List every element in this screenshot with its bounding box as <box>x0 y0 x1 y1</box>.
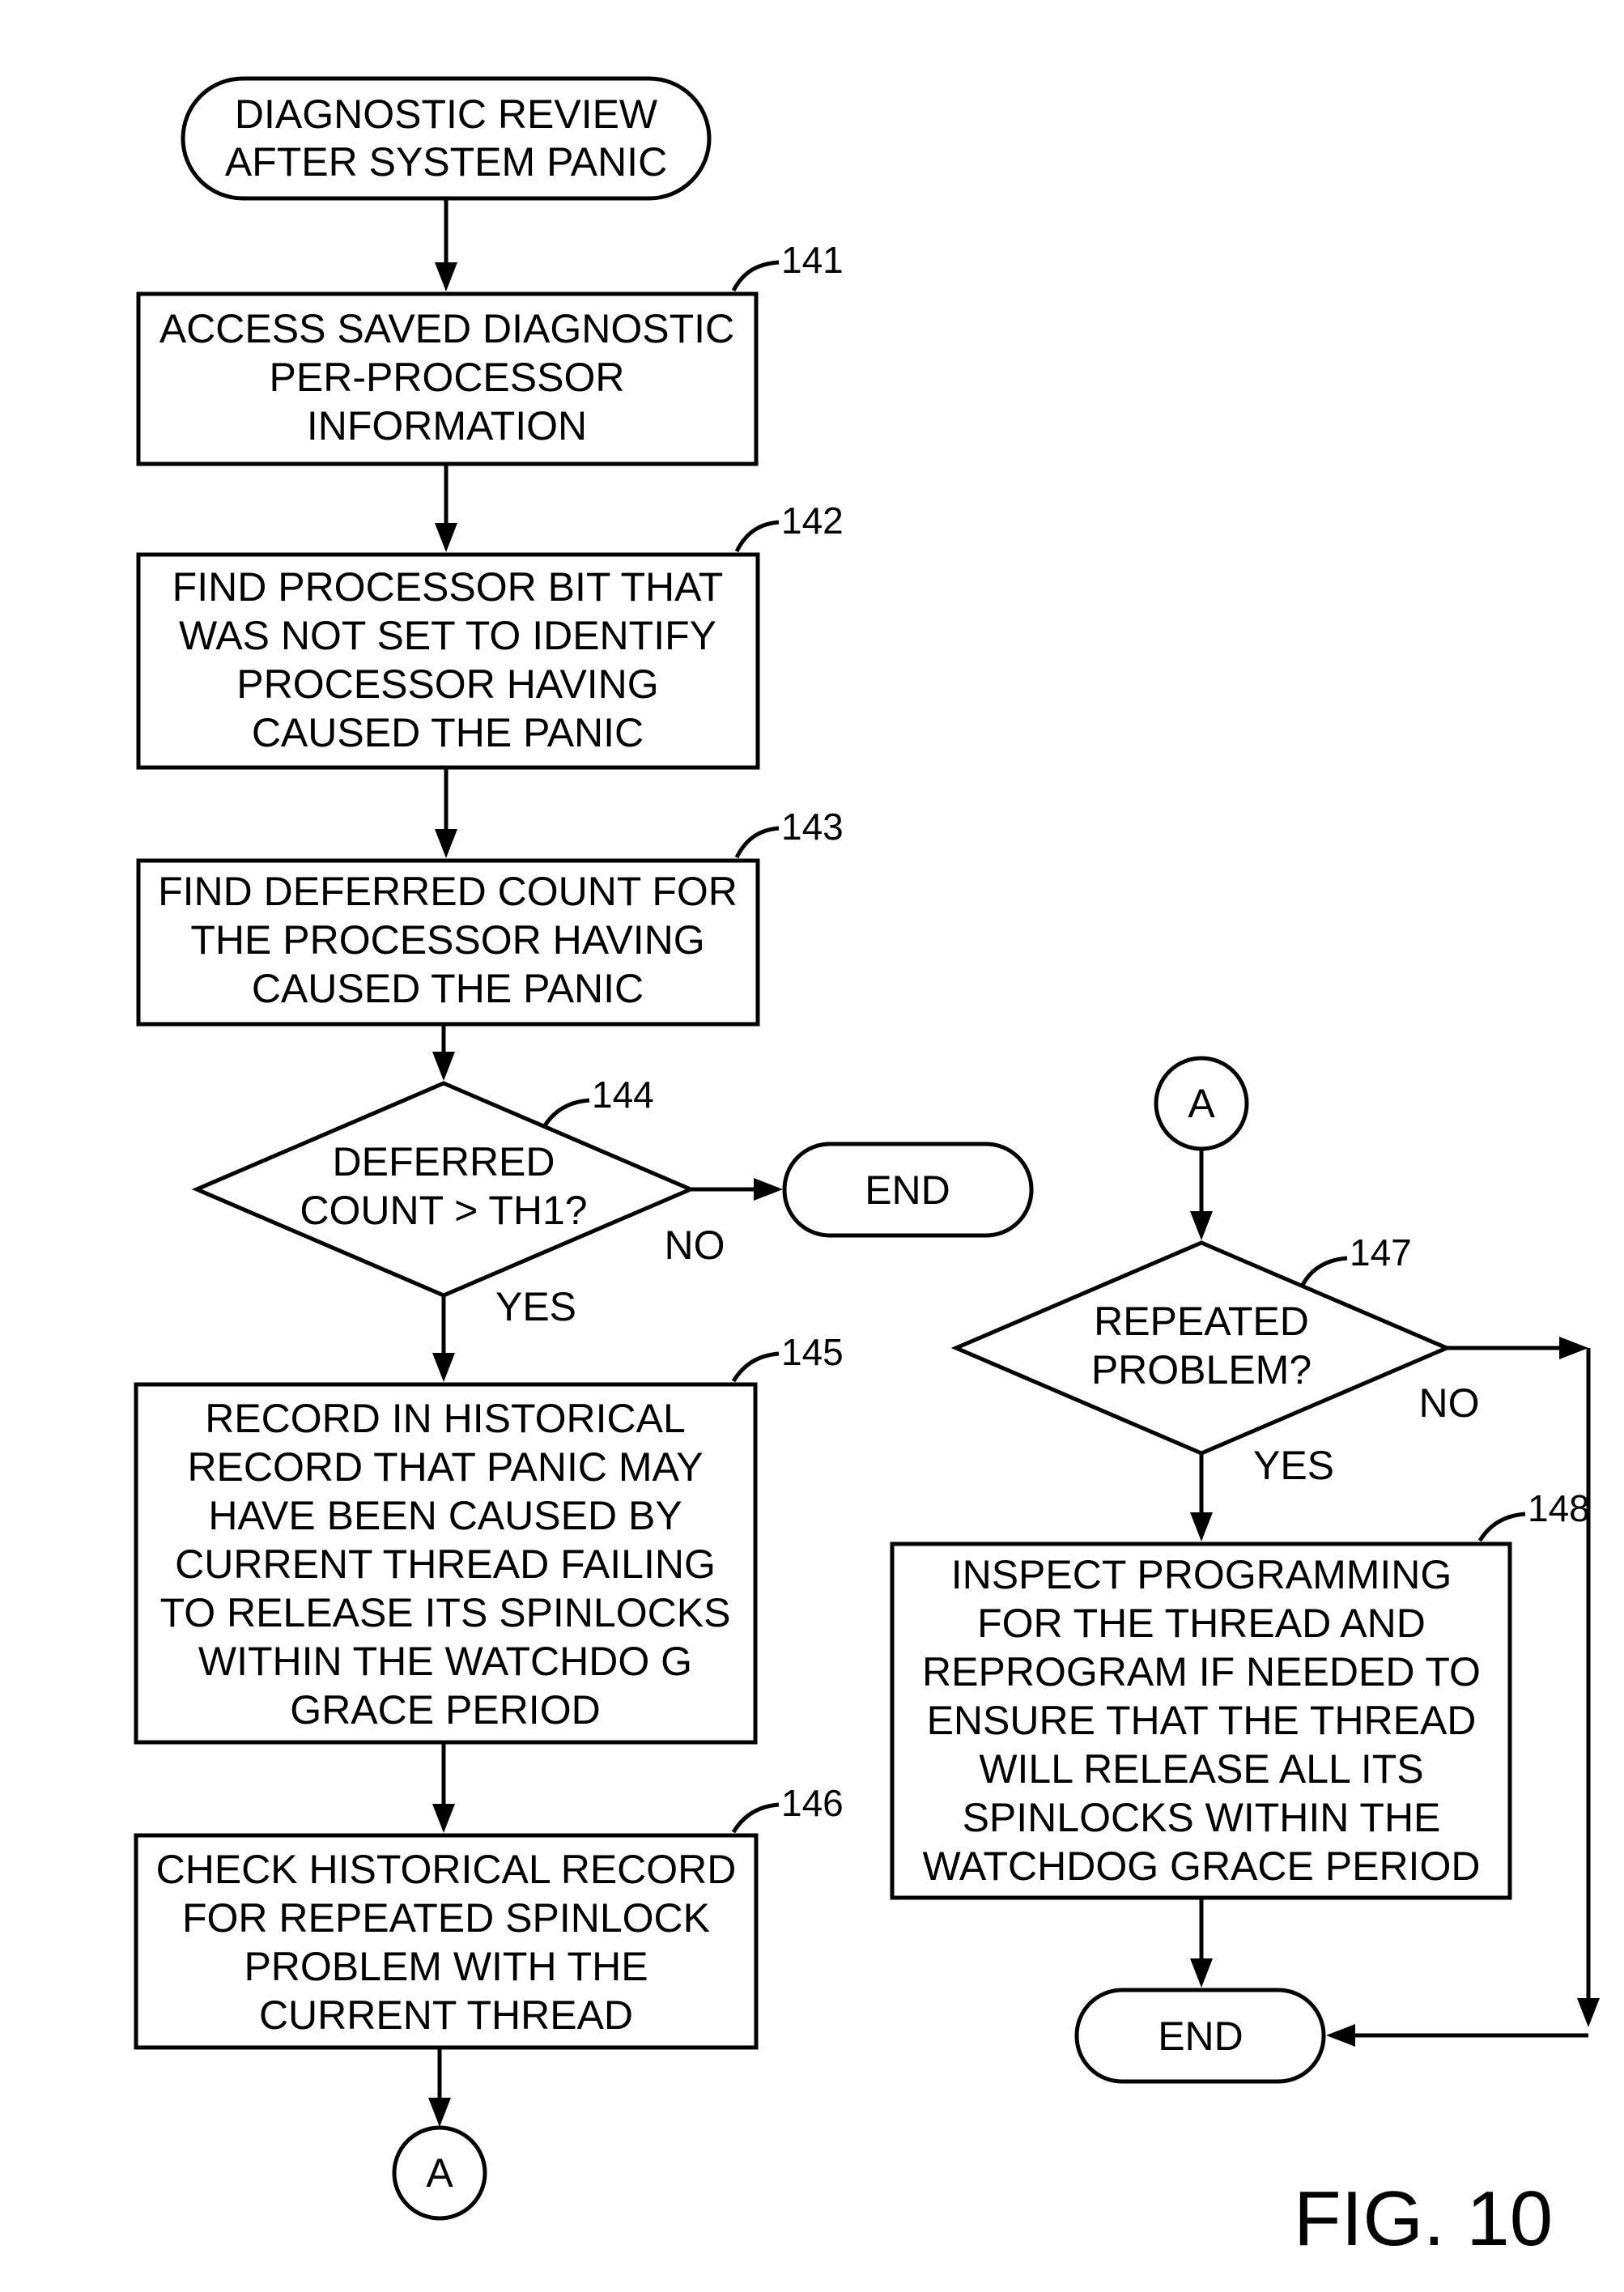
decision-144-yes-label: YES <box>495 1284 576 1329</box>
ref-146: 146 <box>731 1782 844 1834</box>
step-141-access-diagnostic-info: ACCESS SAVED DIAGNOSTIC PER-PROCESSOR IN… <box>136 291 759 466</box>
step-146-line-1: CHECK HISTORICAL RECORD <box>156 1847 737 1892</box>
end-terminator-2-label: END <box>1158 2013 1244 2059</box>
ref-148: 148 <box>1477 1487 1590 1542</box>
ref-145-label: 145 <box>781 1331 844 1373</box>
connector-a-out: A <box>392 2125 487 2221</box>
decision-144-line-1: DEFERRED <box>332 1139 555 1184</box>
ref-147-label: 147 <box>1350 1231 1412 1274</box>
end-terminator-2: END <box>1074 1988 1326 2084</box>
connector-a-in: A <box>1154 1056 1249 1151</box>
ref-148-label: 148 <box>1528 1487 1590 1529</box>
step-145-line-7: GRACE PERIOD <box>290 1687 600 1733</box>
flow-arrows <box>428 198 1600 2127</box>
step-145-line-6: WITHIN THE WATCHDO G <box>198 1639 692 1684</box>
step-143-line-3: CAUSED THE PANIC <box>252 966 644 1011</box>
step-141-line-3: INFORMATION <box>307 403 587 449</box>
start-line-2: AFTER SYSTEM PANIC <box>225 139 667 185</box>
step-142-line-3: PROCESSOR HAVING <box>236 661 658 707</box>
decision-147-line-1: REPEATED <box>1094 1299 1309 1344</box>
step-145-line-2: RECORD THAT PANIC MAY <box>187 1444 703 1490</box>
step-146-line-4: CURRENT THREAD <box>259 1992 633 2038</box>
step-143-line-2: THE PROCESSOR HAVING <box>190 917 704 963</box>
decision-147-yes-label: YES <box>1253 1443 1334 1488</box>
ref-142-label: 142 <box>781 500 844 542</box>
step-148-line-2: FOR THE THREAD AND <box>977 1601 1426 1646</box>
step-148-line-4: ENSURE THAT THE THREAD <box>927 1698 1477 1743</box>
decision-147-repeated-problem: REPEATED PROBLEM? <box>950 1240 1452 1456</box>
decision-147-line-2: PROBLEM? <box>1091 1347 1312 1393</box>
ref-143-label: 143 <box>781 806 844 848</box>
step-145-line-4: CURRENT THREAD FAILING <box>175 1541 716 1587</box>
decision-147-no-label: NO <box>1419 1380 1480 1426</box>
end-terminator-1-label: END <box>865 1167 950 1213</box>
ref-144-label: 144 <box>592 1074 654 1116</box>
ref-141: 141 <box>731 239 844 292</box>
step-142-line-4: CAUSED THE PANIC <box>252 710 644 755</box>
ref-146-label: 146 <box>781 1782 844 1824</box>
step-148-line-1: INSPECT PROGRAMMING <box>951 1552 1452 1597</box>
step-145-record-in-history: RECORD IN HISTORICAL RECORD THAT PANIC M… <box>134 1382 758 1745</box>
step-146-line-3: PROBLEM WITH THE <box>244 1944 648 1989</box>
ref-143: 143 <box>734 806 844 859</box>
connector-a-in-label: A <box>1188 1081 1215 1126</box>
step-145-line-3: HAVE BEEN CAUSED BY <box>208 1493 682 1538</box>
decision-144-deferred-count: DEFERRED COUNT > TH1? <box>191 1081 696 1298</box>
step-148-line-7: WATCHDOG GRACE PERIOD <box>923 1843 1481 1889</box>
step-145-line-1: RECORD IN HISTORICAL <box>205 1396 686 1441</box>
ref-147: 147 <box>1300 1231 1412 1286</box>
figure-label: FIG. 10 <box>1294 2175 1553 2262</box>
step-148-inspect-programming: INSPECT PROGRAMMING FOR THE THREAD AND R… <box>890 1541 1512 1900</box>
step-148-line-3: REPROGRAM IF NEEDED TO <box>922 1649 1481 1695</box>
decision-144-no-label: NO <box>665 1223 725 1268</box>
step-141-line-1: ACCESS SAVED DIAGNOSTIC <box>159 306 734 351</box>
start-terminator: DIAGNOSTIC REVIEW AFTER SYSTEM PANIC <box>181 76 712 201</box>
ref-144: 144 <box>542 1074 654 1129</box>
end-terminator-1: END <box>782 1142 1034 1238</box>
step-145-line-5: TO RELEASE ITS SPINLOCKS <box>160 1590 731 1635</box>
start-line-1: DIAGNOSTIC REVIEW <box>235 91 658 137</box>
step-142-line-1: FIND PROCESSOR BIT THAT <box>172 564 724 610</box>
ref-142: 142 <box>734 500 844 553</box>
step-141-line-2: PER-PROCESSOR <box>270 355 625 400</box>
step-148-line-5: WILL RELEASE ALL ITS <box>979 1746 1423 1792</box>
step-142-find-processor-bit: FIND PROCESSOR BIT THAT WAS NOT SET TO I… <box>136 552 760 770</box>
ref-141-label: 141 <box>781 239 844 281</box>
step-143-line-1: FIND DEFERRED COUNT FOR <box>158 869 738 914</box>
step-142-line-2: WAS NOT SET TO IDENTIFY <box>179 613 716 658</box>
step-146-line-2: FOR REPEATED SPINLOCK <box>182 1895 710 1941</box>
step-143-find-deferred-count: FIND DEFERRED COUNT FOR THE PROCESSOR HA… <box>136 858 760 1027</box>
decision-144-line-2: COUNT > TH1? <box>300 1188 587 1233</box>
connector-a-out-label: A <box>426 2150 453 2196</box>
step-146-check-history: CHECK HISTORICAL RECORD FOR REPEATED SPI… <box>134 1833 759 2050</box>
ref-145: 145 <box>731 1331 844 1383</box>
step-148-line-6: SPINLOCKS WITHIN THE <box>963 1795 1441 1840</box>
